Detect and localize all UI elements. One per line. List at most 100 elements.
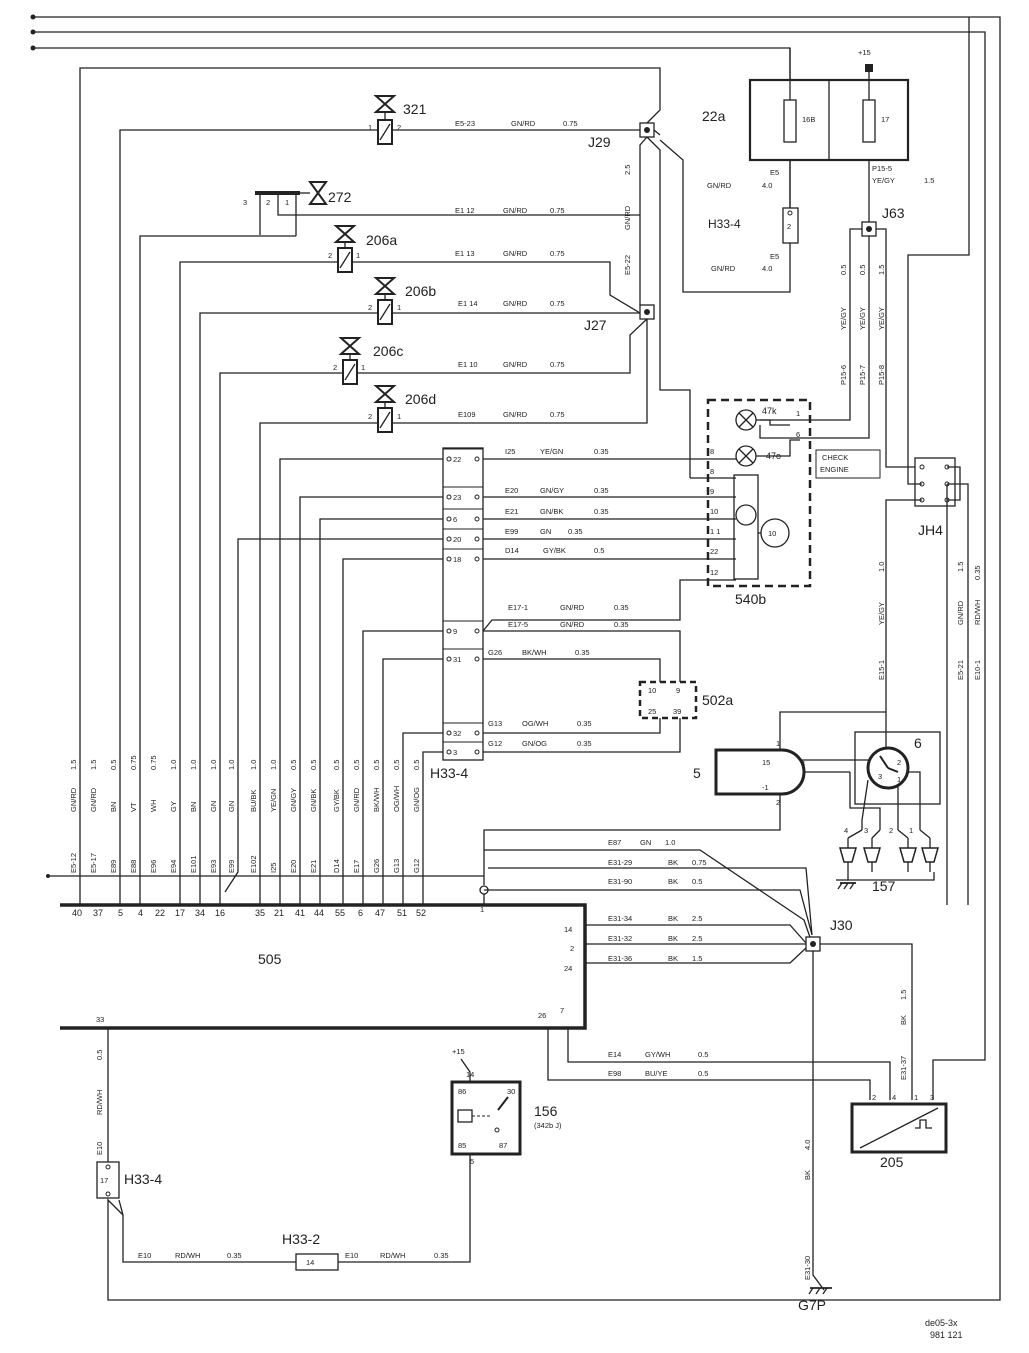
pin: 3 bbox=[930, 1093, 934, 1102]
bottom-wire-code: E96 bbox=[149, 860, 158, 873]
bottom-wire-color: GN/RD bbox=[89, 787, 98, 812]
bottom-wire-size: 0.5 bbox=[392, 760, 401, 770]
pin: 14 bbox=[466, 1070, 474, 1079]
wire-g26-size: 0.35 bbox=[575, 648, 590, 657]
pin: 2 bbox=[333, 363, 337, 372]
pin: 14 bbox=[306, 1258, 314, 1267]
pin: 4 bbox=[801, 759, 805, 768]
pin: 10 bbox=[710, 507, 718, 516]
wire-e17-5-size: 0.35 bbox=[614, 620, 629, 629]
bottom-wire-color: GY/BK bbox=[332, 789, 341, 812]
pin: 8 bbox=[710, 467, 714, 476]
pin: 26 bbox=[538, 1011, 546, 1020]
wire-g12: G12 bbox=[488, 739, 502, 748]
wire-e31-90-color: BK bbox=[668, 877, 678, 886]
bottom-wire-size: 1.0 bbox=[189, 760, 198, 770]
wire-e17-1-color: GN/RD bbox=[560, 603, 585, 612]
instrument-540b: 47k 47o CHECK ENGINE 10 1 6 8 8 9 10 1 1… bbox=[689, 398, 881, 607]
pin: 3 bbox=[878, 772, 882, 781]
valve-206a: 206a 2 1 E1 13 GN/RD 0.75 bbox=[179, 225, 641, 905]
pin: 1 1 bbox=[710, 527, 720, 536]
wire-g12-size: 0.35 bbox=[577, 739, 592, 748]
vlabel-r3b: RD/WH bbox=[973, 600, 982, 625]
wire-g26-color: BK/WH bbox=[522, 648, 547, 657]
wire-e31-36-size: 1.5 bbox=[692, 954, 702, 963]
wire-e98: E98 bbox=[608, 1069, 621, 1078]
pin: 2 bbox=[328, 251, 332, 260]
bottom-wire-size: 0.5 bbox=[109, 760, 118, 770]
wire-e1-14: E1 14 bbox=[458, 299, 478, 308]
bottom-wire-code: G13 bbox=[392, 859, 401, 873]
h33-4-top-pin: 2 bbox=[787, 222, 791, 231]
wire-e14-color: GY/WH bbox=[645, 1050, 670, 1059]
footer: de05-3x 981 121 bbox=[925, 1318, 963, 1340]
pin: 6 bbox=[796, 430, 800, 439]
check-engine-2: ENGINE bbox=[820, 465, 849, 474]
bottom-wire-color: WH bbox=[149, 800, 158, 813]
vlabel-j30c: E31-37 bbox=[899, 1056, 908, 1080]
ecu-pin: 52 bbox=[416, 908, 426, 918]
bottom-wire-size: 1.0 bbox=[249, 760, 258, 770]
pin: 1 bbox=[776, 739, 780, 748]
vlabel-j63i: P15-8 bbox=[877, 365, 886, 385]
wire-e1-12: E1 12 bbox=[455, 206, 475, 215]
wire-e1-12-size: 0.75 bbox=[550, 206, 565, 215]
pin: -1 bbox=[762, 783, 769, 792]
pin: 1 bbox=[796, 409, 800, 418]
vlabel-j29c: E5-22 bbox=[623, 255, 632, 275]
bottom-wire-size: 0.5 bbox=[309, 760, 318, 770]
wire-e31-34-size: 2.5 bbox=[692, 914, 702, 923]
bottom-wire-code: D14 bbox=[332, 859, 341, 873]
wire-e20: E20 bbox=[505, 486, 518, 495]
pin: 1 bbox=[356, 251, 360, 260]
valve-206d-label: 206d bbox=[405, 391, 436, 407]
ground-wires: E87 GN 1.0 E31-29 BK 0.75 E31-90 BK 0.5 … bbox=[484, 838, 913, 1313]
bottom-wire-code: E5-12 bbox=[69, 853, 78, 873]
gauge-10: 10 bbox=[768, 529, 776, 538]
spark-plug bbox=[839, 847, 857, 863]
h33-pin: 31 bbox=[453, 655, 461, 664]
vlabel-lc: E10 bbox=[95, 1142, 104, 1155]
pin: 2 bbox=[368, 412, 372, 421]
pin: 1 bbox=[480, 905, 484, 914]
pin: 2 bbox=[266, 198, 270, 207]
wire-e31-29-size: 0.75 bbox=[692, 858, 707, 867]
vlabel-j63g: P15-6 bbox=[839, 365, 848, 385]
wire-e1-10-size: 0.75 bbox=[550, 360, 565, 369]
wire-e1-14-size: 0.75 bbox=[550, 299, 565, 308]
wire-e14-size: 0.5 bbox=[698, 1050, 708, 1059]
h33-4-top-label: H33-4 bbox=[708, 217, 741, 231]
wire-e10-b-color: RD/WH bbox=[380, 1251, 405, 1260]
pin: 15 bbox=[762, 758, 770, 767]
spark-plug bbox=[899, 847, 917, 863]
bottom-wire-code: E21 bbox=[309, 860, 318, 873]
relay-156: +15 14 86 30 85 87 156 (342b J) 5 bbox=[338, 1047, 562, 1263]
spark-plugs-157: 4 3 2 1 157 bbox=[836, 826, 939, 894]
comp-272-label: 272 bbox=[328, 189, 352, 205]
pin: 4 bbox=[844, 826, 848, 835]
vlabel-r3a: 0.35 bbox=[973, 565, 982, 580]
plus15-top: +15 bbox=[858, 48, 871, 57]
wire-e31-90: E31-90 bbox=[608, 877, 632, 886]
wire-e21: E21 bbox=[505, 507, 518, 516]
ecu-pin: 40 bbox=[72, 908, 82, 918]
wire-e31-34: E31-34 bbox=[608, 914, 632, 923]
instrument-540b-label: 540b bbox=[735, 591, 766, 607]
bottom-wire-size: 1.0 bbox=[227, 760, 236, 770]
bottom-wire-color: GY bbox=[169, 801, 178, 812]
wire-e5-b: E5 bbox=[770, 252, 779, 261]
pin: 17 bbox=[100, 1176, 108, 1185]
wire-g13: G13 bbox=[488, 719, 502, 728]
junction-j63: J63 0.5 0.5 1.5 YE/GY YE/GY YE/GY P15-6 … bbox=[759, 160, 920, 468]
ecu-pin: 47 bbox=[375, 908, 385, 918]
vlabel-j63b: 0.5 bbox=[858, 265, 867, 275]
wire-e87-size: 1.0 bbox=[665, 838, 675, 847]
bottom-wire-color: GN/GY bbox=[289, 788, 298, 812]
wire-e10-a-color: RD/WH bbox=[175, 1251, 200, 1260]
h33-4-mid-label: H33-4 bbox=[430, 765, 468, 781]
bottom-wire-code: E17 bbox=[352, 860, 361, 873]
h33-2-label: H33-2 bbox=[282, 1231, 320, 1247]
valve-206b: 206b 2 1 E1 14 GN/RD 0.75 J27 bbox=[199, 277, 655, 905]
vlabel-r1a: 1.0 bbox=[877, 562, 886, 572]
